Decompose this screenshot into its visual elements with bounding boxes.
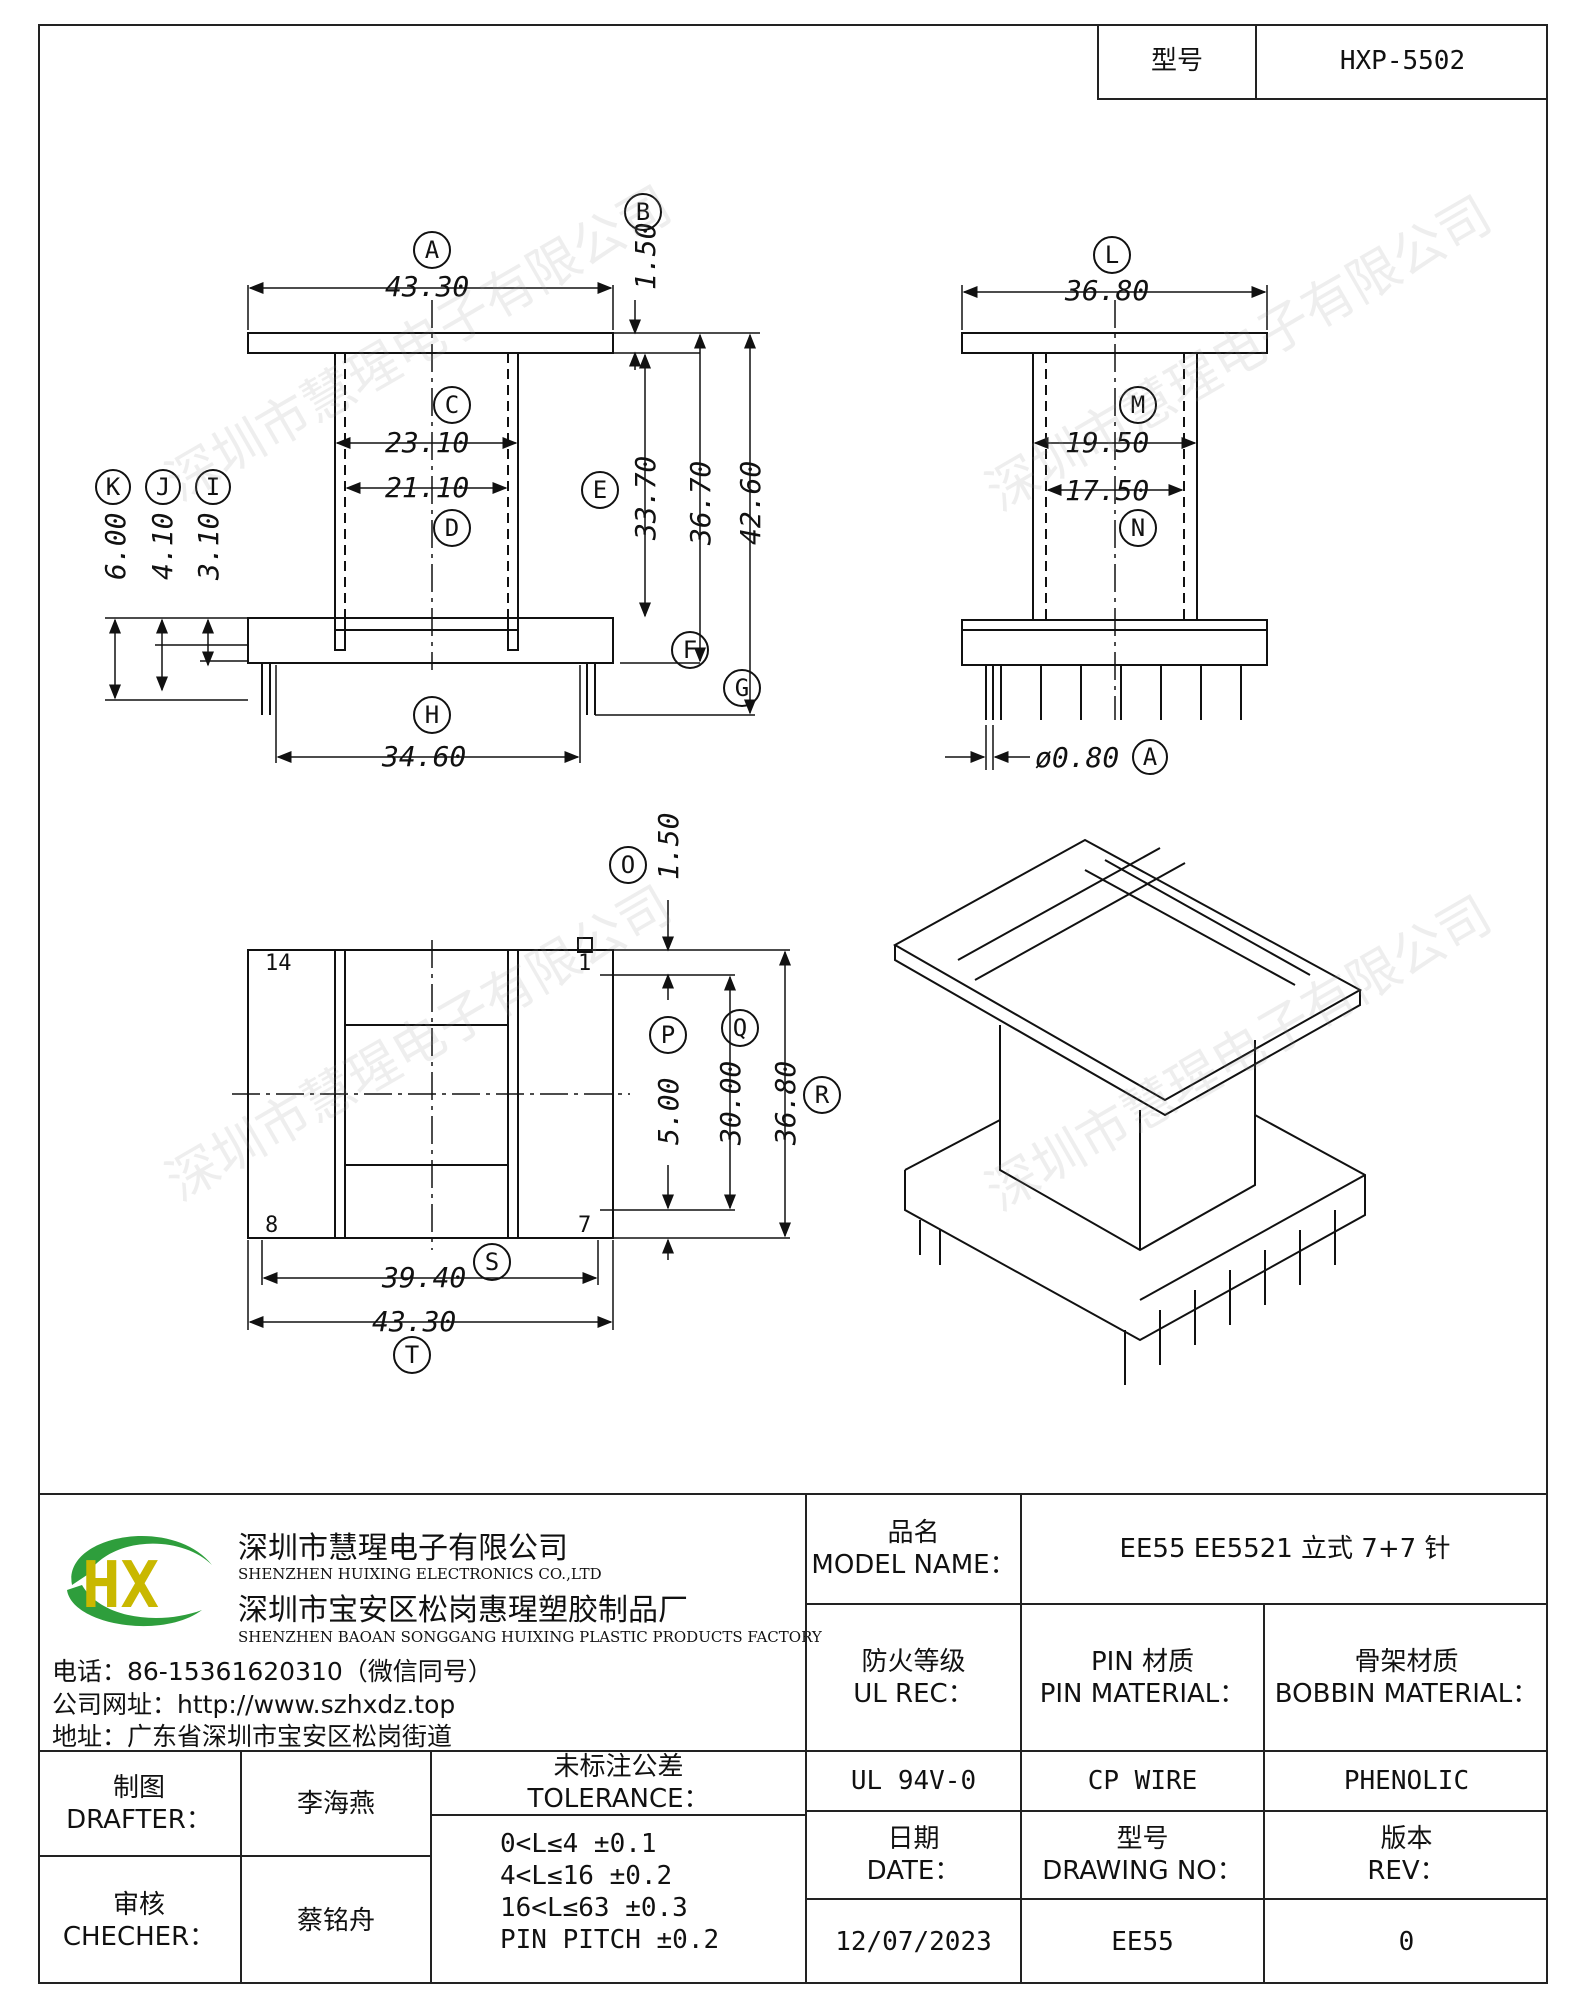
tolerance-line: 0<L≤4 ±0.1 (500, 1829, 657, 1859)
dim-H-text: 34.60 (381, 740, 466, 773)
dim-I-text: 3.10 (192, 513, 225, 581)
rev-value: 0 (1398, 1927, 1415, 1957)
letter-H: H (425, 701, 439, 729)
rev-label: 版本 REV： (1367, 1824, 1446, 1886)
front-view (105, 282, 760, 763)
technical-drawing: 43.30 1.50 23.10 21.10 33.70 36.70 42.60… (95, 193, 1366, 1385)
bobbin-material-value: PHENOLIC (1343, 1766, 1470, 1796)
letter-T: T (405, 1341, 419, 1369)
company-logo: HX (67, 1536, 212, 1627)
dim-Q-text: 30.00 (714, 1061, 747, 1146)
company-name-cn: 深圳市慧瑆电子有限公司 (238, 1531, 568, 1566)
pin-material-value: CP WIRE (1087, 1766, 1198, 1796)
letter-D: D (445, 514, 459, 542)
checker-value: 蔡铭舟 (296, 1905, 375, 1936)
letter-pin-A: A (1143, 743, 1158, 771)
dim-C-text: 23.10 (385, 426, 469, 459)
dim-M-text: 19.50 (1065, 426, 1149, 459)
letter-G: G (735, 674, 749, 702)
dim-S-text: 39.40 (381, 1261, 466, 1294)
pin-label-8: 8 (265, 1213, 278, 1238)
letter-C: C (445, 391, 459, 419)
letter-Q: Q (733, 1014, 747, 1042)
model-name-label: 品名 MODEL NAME： (811, 1518, 1016, 1580)
dim-P-text: 5.00 (652, 1078, 685, 1145)
letter-O: O (621, 851, 635, 879)
letter-K: K (106, 473, 121, 501)
tolerance-list: 0<L≤4 ±0.1 4<L≤16 ±0.2 16<L≤63 ±0.3 PIN … (500, 1828, 719, 1956)
company-name-en: SHENZHEN HUIXING ELECTRONICS CO.,LTD (238, 1565, 602, 1583)
type-value: HXP-5502 (1255, 24, 1548, 100)
factory-name-cn: 深圳市宝安区松岗惠瑆塑胶制品厂 (238, 1593, 688, 1628)
pin-material-label: PIN 材质 PIN MATERIAL： (1039, 1646, 1246, 1709)
dim-N-text: 17.50 (1065, 474, 1149, 507)
letter-J: J (156, 473, 170, 501)
logo-text: HX (82, 1549, 159, 1623)
dim-L-text: 36.80 (1064, 274, 1149, 307)
drawing-no-value: EE55 (1111, 1927, 1174, 1957)
model-name-value: EE55 EE5521 立式 7+7 针 (1119, 1534, 1451, 1564)
pin-label-14: 14 (265, 951, 292, 976)
letter-B: B (636, 198, 650, 226)
dim-F-text: 36.70 (684, 461, 717, 546)
isometric-view (892, 838, 1366, 1385)
letter-A: A (425, 236, 440, 264)
letter-S: S (485, 1248, 499, 1276)
dim-K-text: 6.00 (99, 513, 132, 580)
dim-pin-text: ø0.80 (1035, 741, 1119, 774)
ul-label: 防火等级 UL REC： (853, 1646, 974, 1709)
company-website: 公司网址：http://www.szhxdz.top (52, 1690, 456, 1719)
ul-value: UL 94V-0 (850, 1766, 977, 1796)
title-block (38, 1493, 1548, 1495)
drawing-frame (38, 24, 1548, 1984)
dim-J-text: 4.10 (146, 513, 179, 580)
letter-E: E (593, 476, 607, 504)
dim-R-text: 36.80 (769, 1061, 802, 1146)
letter-F: F (683, 636, 697, 664)
tolerance-label: 未标注公差 TOLERANCE： (527, 1752, 710, 1814)
factory-name-en: SHENZHEN BAOAN SONGGANG HUIXING PLASTIC … (238, 1628, 822, 1646)
type-label: 型号 (1097, 24, 1255, 100)
pin-label-1: 1 (578, 951, 591, 976)
letter-N: N (1131, 514, 1145, 542)
dim-A-text: 43.30 (385, 270, 469, 303)
checker-label: 审核 CHECHER： (62, 1889, 216, 1952)
tolerance-line: 16<L≤63 ±0.3 (500, 1893, 688, 1923)
letter-R: R (815, 1081, 830, 1109)
bobbin-material-label: 骨架材质 BOBBIN MATERIAL： (1274, 1646, 1539, 1709)
dim-D-text: 21.10 (385, 471, 469, 504)
dim-E-text: 33.70 (629, 456, 662, 541)
dim-B-text: 1.50 (629, 223, 662, 290)
pin-label-7: 7 (578, 1213, 591, 1238)
letter-L: L (1105, 241, 1119, 269)
side-view (945, 285, 1268, 770)
letter-M: M (1131, 391, 1145, 419)
drafter-value: 李海燕 (296, 1788, 375, 1819)
date-value: 12/07/2023 (835, 1927, 992, 1957)
letter-P: P (661, 1021, 675, 1049)
dim-O-text: 1.50 (652, 813, 685, 880)
date-label: 日期 DATE： (866, 1824, 961, 1886)
drafter-label: 制图 DRAFTER： (66, 1772, 212, 1835)
tolerance-line: 4<L≤16 ±0.2 (500, 1861, 673, 1891)
company-phone: 电话：86-15361620310（微信同号） (52, 1657, 493, 1686)
bottom-view (232, 900, 791, 1330)
dim-G-text: 42.60 (734, 461, 767, 545)
dim-T-text: 43.30 (372, 1305, 456, 1338)
company-address: 地址：广东省深圳市宝安区松岗街道 (52, 1722, 453, 1751)
drawing-no-label: 型号 DRAWING NO： (1042, 1824, 1243, 1886)
tolerance-line: PIN PITCH ±0.2 (500, 1925, 720, 1955)
letter-I: I (206, 473, 220, 501)
